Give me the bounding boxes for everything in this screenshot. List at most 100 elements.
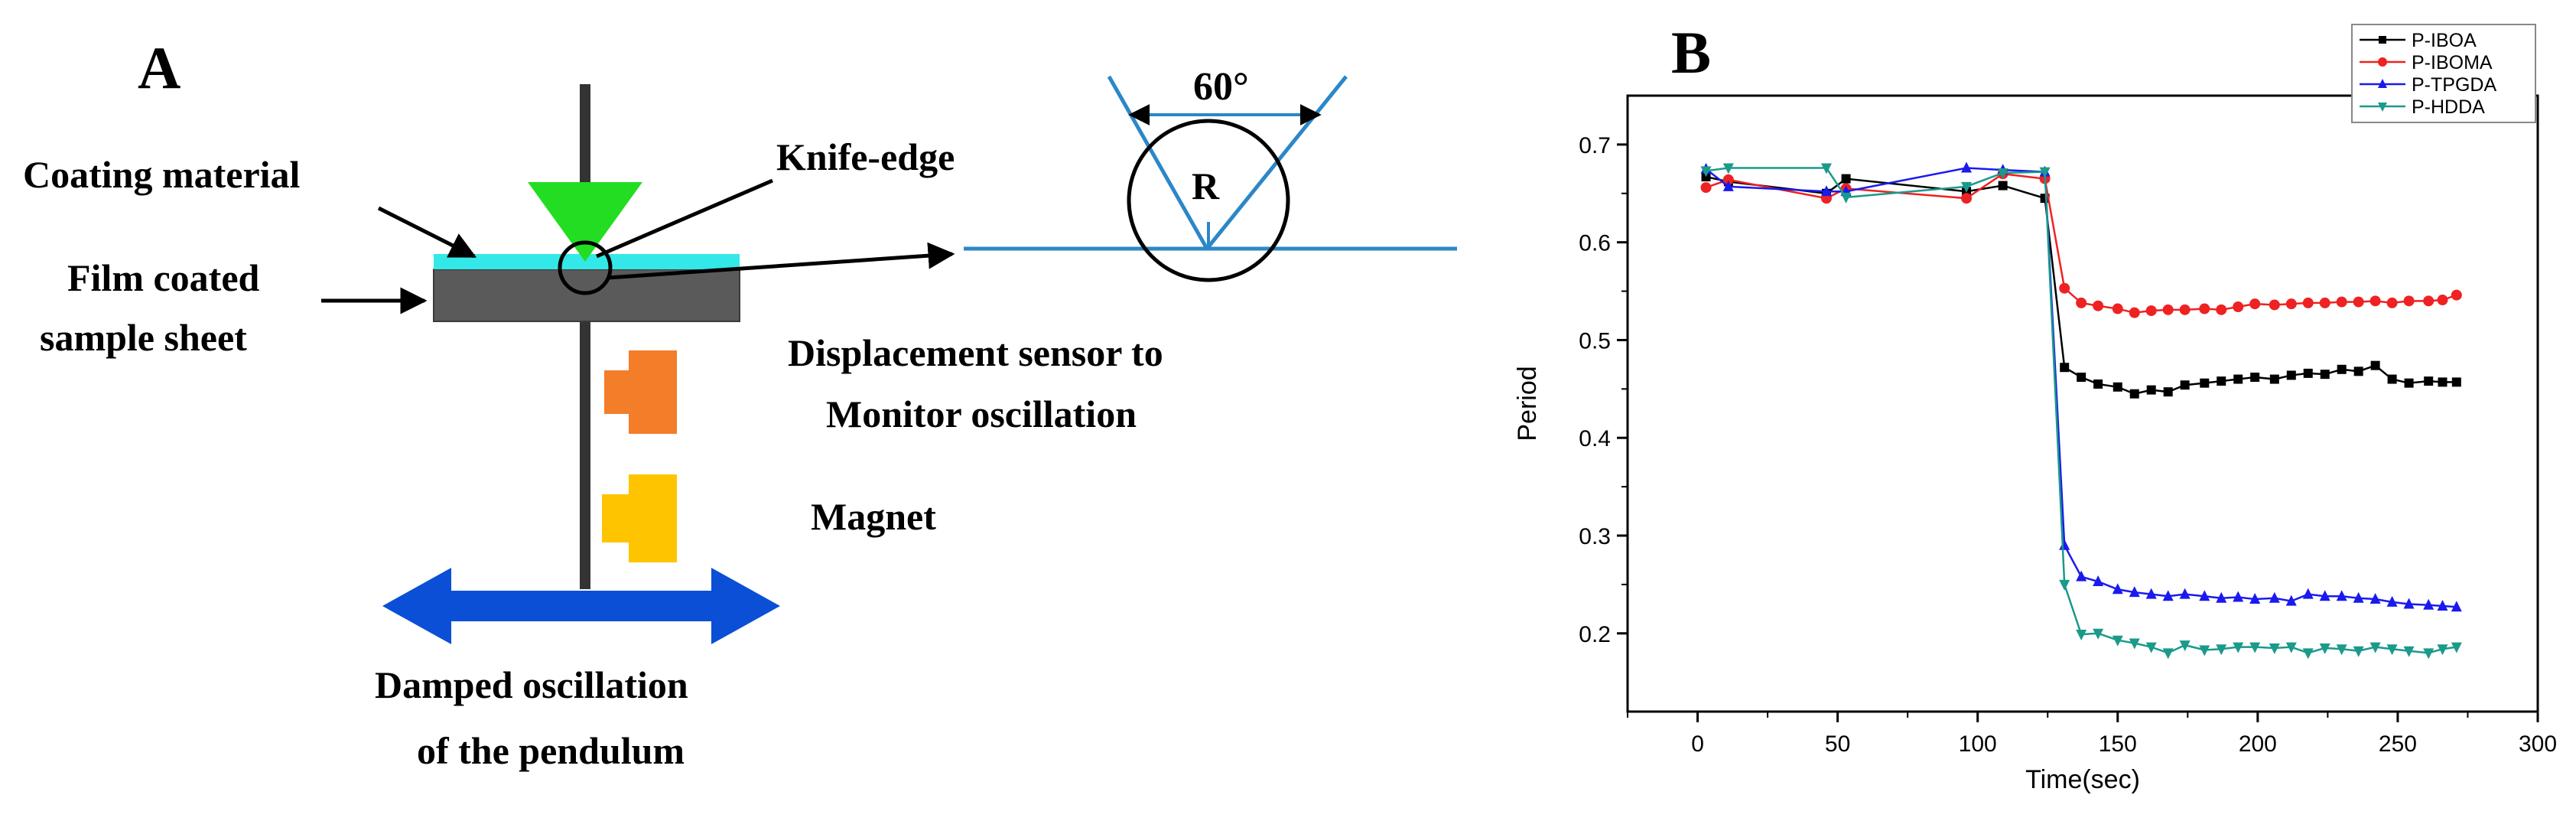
data-point-triangle-down (2233, 642, 2244, 653)
label-damped-line1: Damped oscillation (375, 663, 688, 706)
series-p-tpgda (1700, 161, 2462, 612)
data-point-triangle-up (2249, 593, 2261, 604)
panel-a: A Coating material Film coated sample sh… (23, 34, 1457, 772)
data-point-circle (2199, 303, 2210, 314)
data-point-triangle-up (2319, 590, 2330, 601)
data-point-triangle-up (2353, 591, 2364, 603)
pendulum-rod (580, 84, 590, 589)
data-point-circle (2423, 295, 2435, 307)
data-point-square (2337, 364, 2347, 374)
data-point-triangle-down (2076, 630, 2087, 641)
data-point-triangle-up (1820, 185, 1832, 197)
magnet-top-icon (604, 350, 677, 434)
label-damped-line2: of the pendulum (417, 729, 685, 772)
data-point-circle (2145, 305, 2157, 317)
oscillation-double-arrow-icon (382, 568, 780, 644)
data-point-triangle-down (2269, 643, 2280, 654)
data-point-triangle-down (1820, 163, 1832, 174)
data-point-square (2250, 373, 2260, 382)
panel-a-letter: A (138, 34, 181, 101)
x-tick-label: 300 (2519, 731, 2557, 757)
series-line (1706, 172, 2457, 314)
data-point-square (1841, 174, 1851, 184)
data-point-triangle-down (2179, 640, 2191, 652)
data-point-triangle-up (2403, 598, 2415, 609)
data-point-triangle-down (2451, 642, 2462, 653)
legend-item: P-IBOA (2360, 30, 2477, 51)
data-point-square (2269, 374, 2279, 384)
knife-edge-icon (528, 182, 642, 262)
data-point-square (2233, 374, 2243, 384)
data-point-square (2163, 387, 2173, 397)
data-point-triangle-down (1700, 166, 1712, 178)
contact-circle (558, 240, 613, 295)
legend-label: P-TPGDA (2412, 74, 2496, 96)
legend-label: P-IBOA (2412, 30, 2477, 51)
y-tick-label: 0.3 (1579, 524, 1611, 549)
label-film-line2: sample sheet (40, 316, 247, 359)
series-p-hdda (1700, 163, 2462, 660)
data-point-triangle-down (2162, 648, 2174, 660)
data-point-square (2370, 360, 2380, 370)
data-point-triangle-down (1961, 181, 1973, 193)
x-tick-label: 150 (2099, 731, 2137, 757)
data-point-triangle-down (1840, 192, 1852, 204)
data-point-triangle-up (2179, 588, 2191, 599)
data-point-circle (2353, 296, 2364, 308)
data-point-triangle-down (2423, 648, 2435, 660)
data-point-square (2353, 367, 2363, 376)
data-point-square (2320, 370, 2330, 380)
data-point-triangle-up (2285, 595, 2297, 606)
data-point-triangle-up (2437, 600, 2448, 611)
data-point-triangle-up (2199, 590, 2210, 601)
data-point-triangle-down (2285, 642, 2297, 653)
data-point-square (2217, 376, 2226, 386)
data-point-triangle-up (2451, 601, 2462, 612)
y-tick-label: 0.5 (1579, 328, 1611, 353)
data-point-triangle-down (2369, 642, 2381, 653)
data-point-triangle-down (2216, 644, 2227, 656)
data-point-triangle-up (2129, 586, 2140, 598)
data-point-square (2387, 374, 2397, 384)
data-point-triangle-up (2162, 590, 2174, 601)
data-point-triangle-down (2129, 638, 2140, 650)
x-axis-label: Time(sec) (2025, 765, 2140, 794)
data-point-square (2379, 36, 2386, 44)
data-point-triangle-up (2302, 588, 2314, 599)
x-tick-label: 100 (1959, 731, 1997, 757)
data-point-triangle-down (2039, 167, 2051, 178)
knife-edge-detail: 60° R (964, 65, 1457, 282)
data-point-triangle-up (2093, 575, 2104, 587)
x-tick-label: 200 (2239, 731, 2277, 757)
data-point-triangle-down (2059, 579, 2070, 591)
angle-label: 60° (1193, 65, 1249, 109)
data-point-triangle-down (2249, 642, 2261, 653)
data-point-triangle-down (2302, 648, 2314, 660)
detail-wedge-left (1107, 75, 1209, 250)
data-point-square (2077, 373, 2086, 382)
y-tick-label: 0.2 (1579, 622, 1611, 647)
radius-label: R (1192, 165, 1220, 207)
legend-item: P-IBOMA (2360, 52, 2493, 73)
legend-label: P-HDDA (2412, 96, 2485, 118)
data-point-triangle-down (2093, 628, 2104, 640)
knife-pointer-line (596, 178, 773, 259)
label-magnet: Magnet (811, 495, 936, 538)
label-sensor-line1: Displacement sensor to (788, 331, 1163, 374)
data-point-triangle-up (2059, 539, 2070, 550)
data-point-triangle-up (2145, 588, 2157, 599)
data-point-triangle-down (2145, 642, 2157, 653)
label-sensor-line2: Monitor oscillation (826, 393, 1137, 435)
data-point-square (2093, 379, 2103, 389)
data-point-triangle-up (2076, 570, 2087, 582)
y-axis-label: Period (1513, 366, 1542, 441)
data-point-triangle-up (2112, 583, 2123, 595)
data-point-circle (2319, 297, 2330, 308)
data-point-triangle-down (2437, 644, 2448, 656)
series-layer (1700, 161, 2462, 660)
data-point-square (2438, 377, 2448, 387)
legend-item: P-HDDA (2360, 96, 2485, 118)
data-point-triangle-up (2386, 595, 2398, 607)
data-point-circle (2162, 304, 2174, 315)
